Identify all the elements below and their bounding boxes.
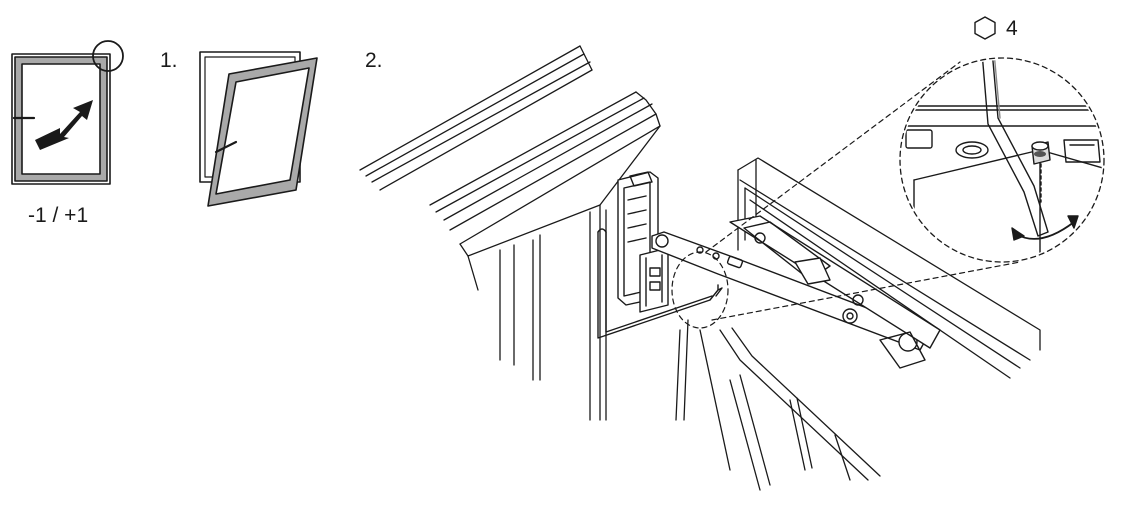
detail-zoom <box>902 60 1102 260</box>
step-2-label: 2. <box>365 49 383 72</box>
hex-key-size-label: 4 <box>1006 17 1018 40</box>
corner-highlight-circle <box>92 40 124 72</box>
tilted-sash-icon <box>199 51 318 207</box>
scissor-arm <box>651 215 941 369</box>
window-frame-profile <box>359 45 661 421</box>
step-1-label: 1. <box>160 49 178 72</box>
hex-key-tool <box>597 228 723 339</box>
double-diagonal-arrow-icon <box>35 100 93 150</box>
hexagon-outline-icon <box>974 16 996 40</box>
detail-callout <box>671 57 1105 329</box>
hinge-bracket <box>617 171 669 313</box>
sash-profile <box>675 157 1041 491</box>
adjust-range-label: -1 / +1 <box>28 204 89 227</box>
window-adjust-icon <box>11 40 124 185</box>
